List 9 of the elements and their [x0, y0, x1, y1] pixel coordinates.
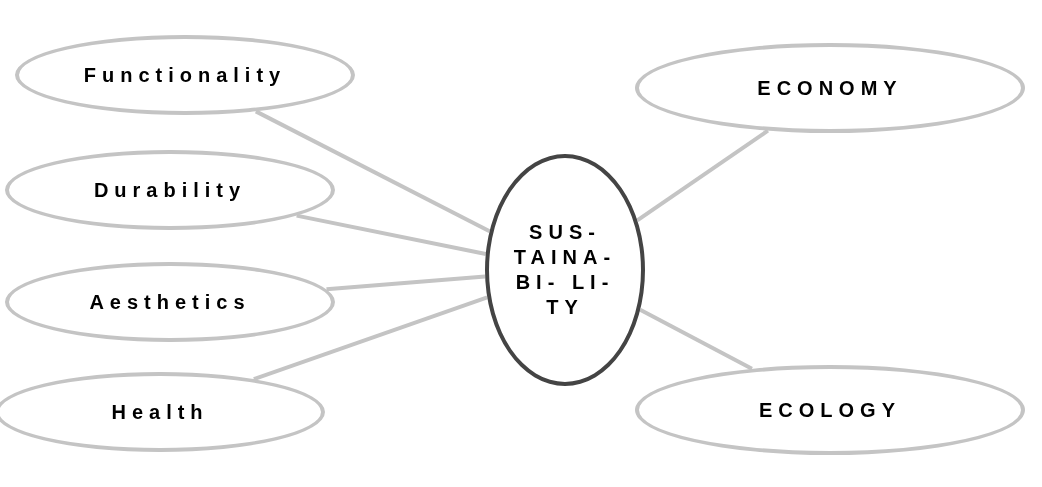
- node-label: Durability: [93, 178, 247, 202]
- node-label: Aesthetics: [89, 290, 251, 314]
- connector-line: [326, 274, 486, 292]
- node-label: Health: [111, 400, 209, 424]
- connector-line: [296, 213, 487, 256]
- node-label: SUS- TAINA- BI- LI- TY: [513, 220, 617, 320]
- node-label: ECOLOGY: [759, 398, 901, 422]
- node-label: Functionality: [83, 63, 287, 87]
- node-label: ECONOMY: [757, 76, 903, 100]
